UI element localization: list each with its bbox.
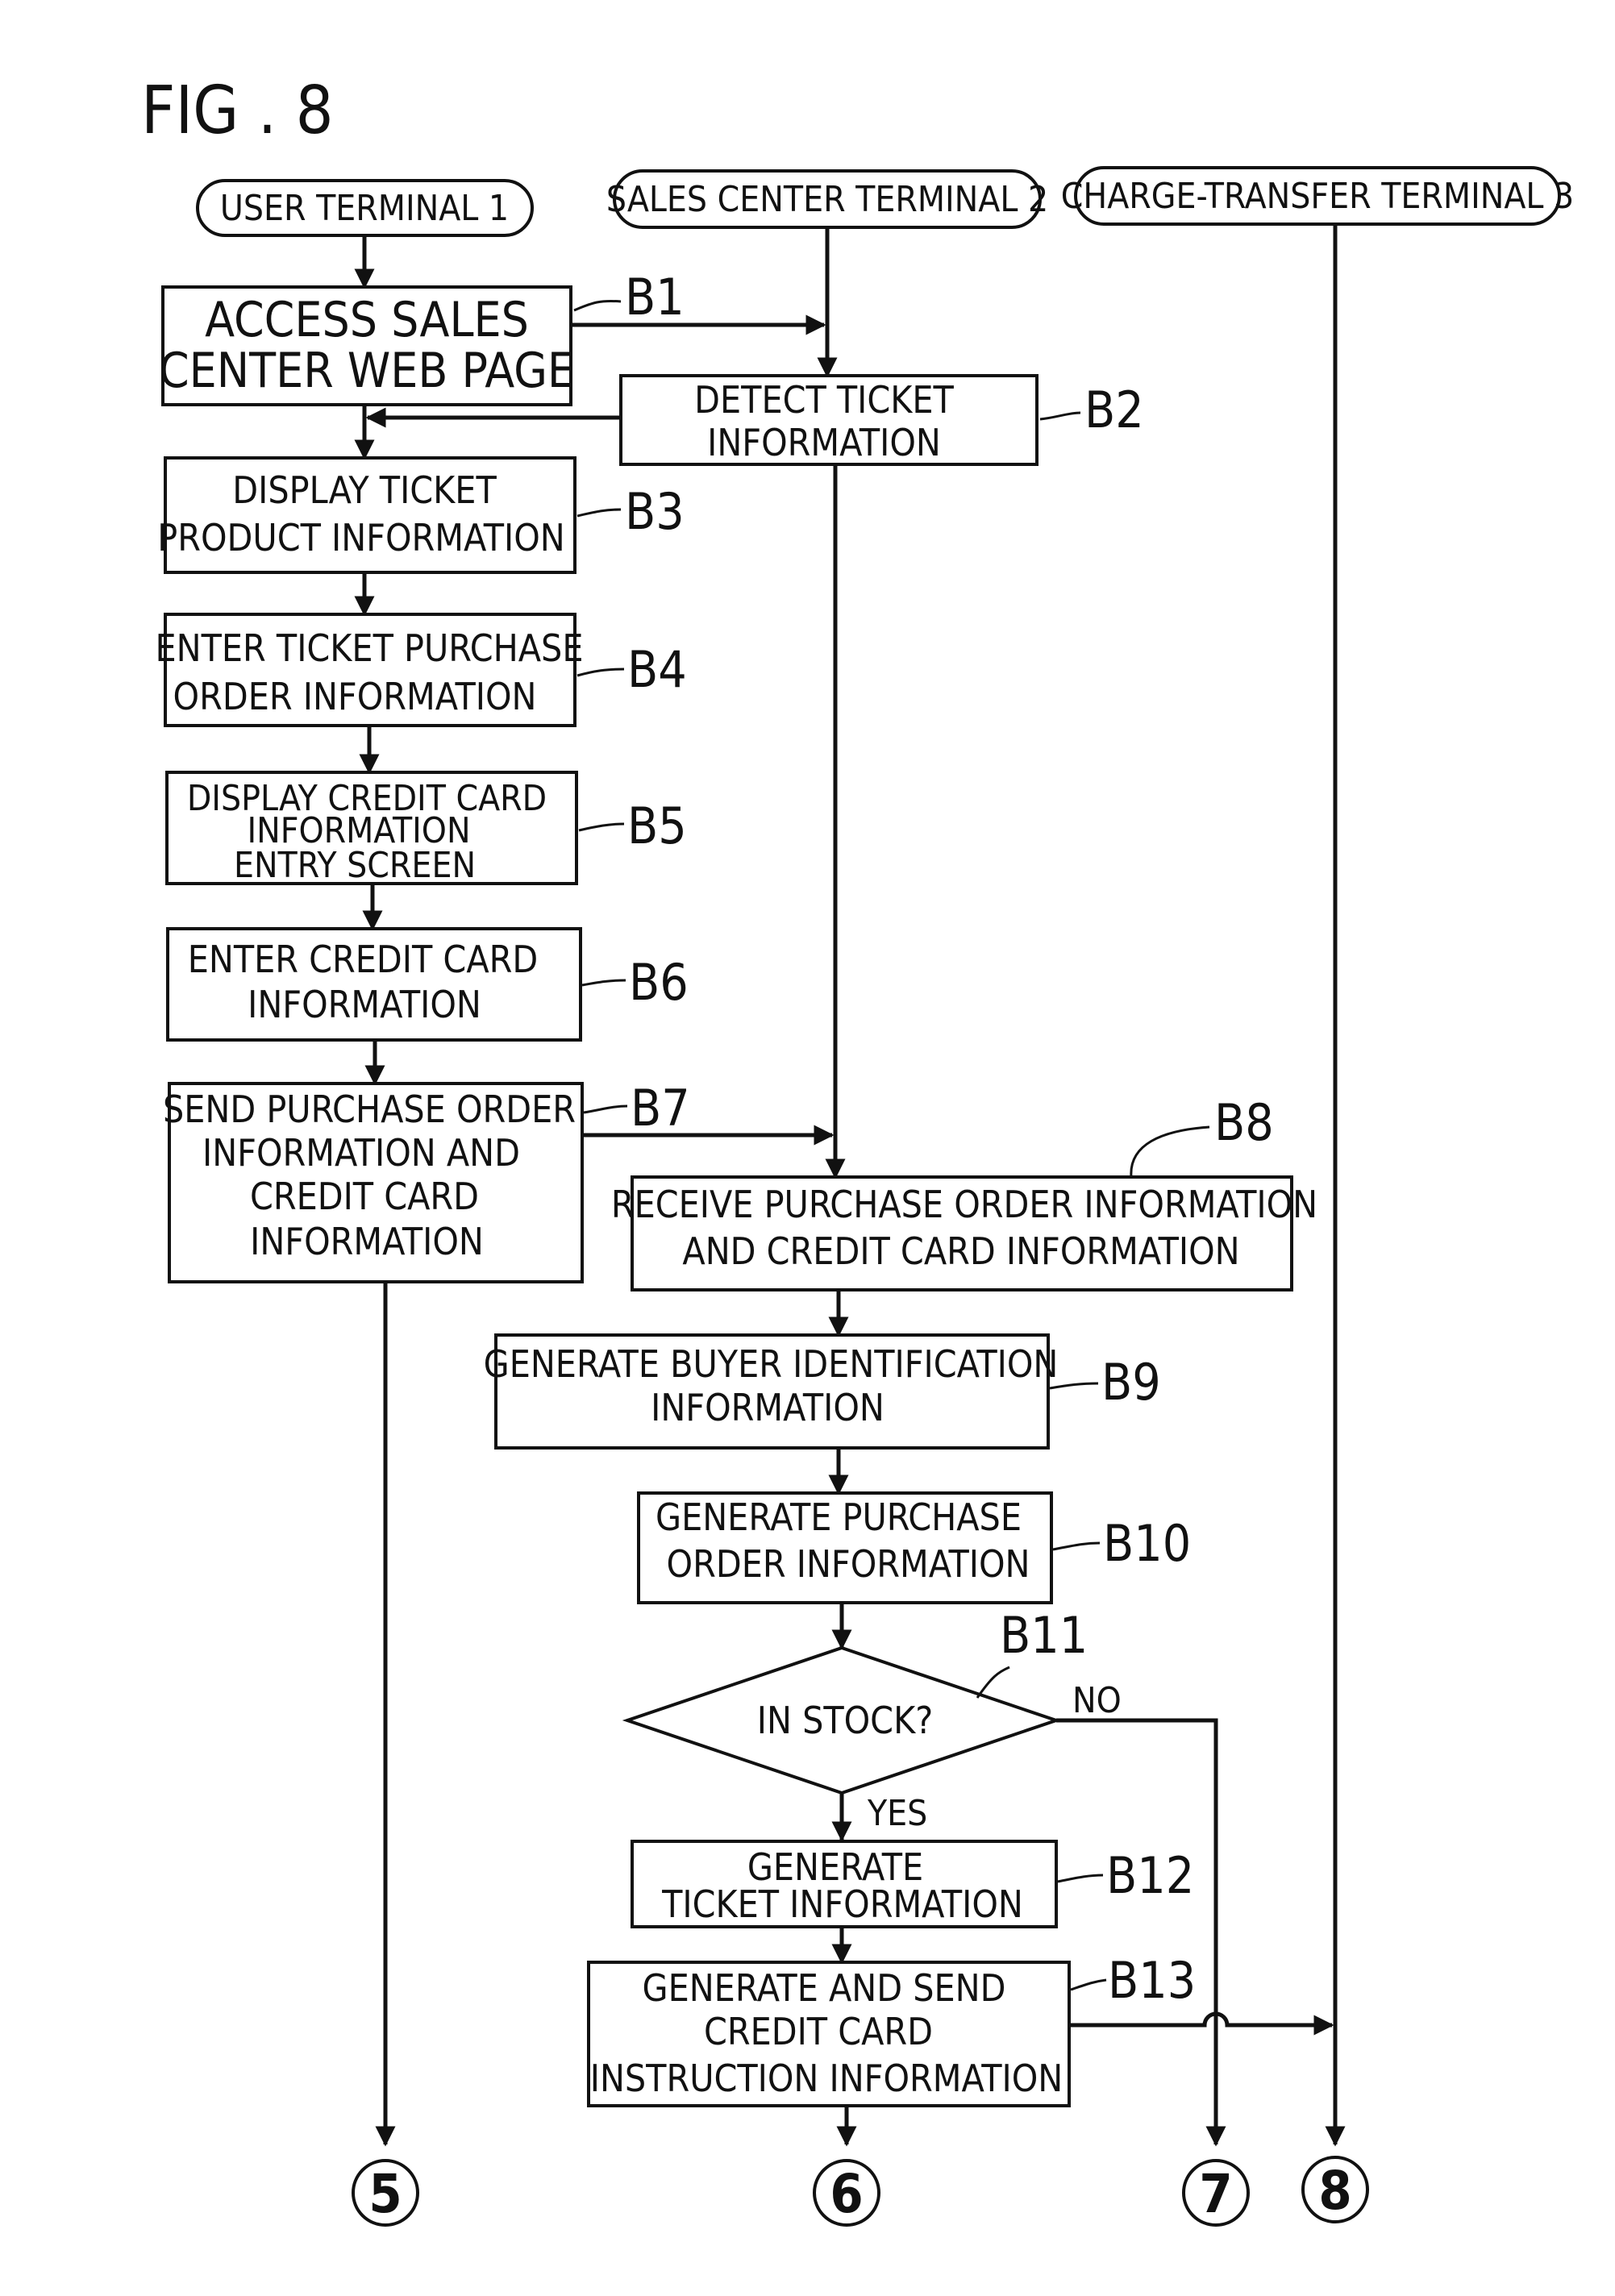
label-b8: B8 [1214, 1093, 1274, 1152]
terminal-user-label: USER TERMINAL 1 [220, 188, 509, 229]
step-b3: DISPLAY TICKET PRODUCT INFORMATION [157, 458, 575, 572]
step-b4-line-1: ENTER TICKET PURCHASE [156, 626, 584, 670]
label-b1: B1 [625, 268, 685, 327]
step-b1: ACCESS SALES CENTER WEB PAGE [159, 287, 575, 405]
branch-yes-label: YES [867, 1793, 927, 1834]
terminal-user: USER TERMINAL 1 [198, 181, 532, 235]
step-b1-line-2: CENTER WEB PAGE [159, 343, 575, 399]
label-b12: B12 [1106, 1846, 1194, 1905]
label-b7: B7 [631, 1079, 690, 1138]
connector-5-label: 5 [368, 2163, 402, 2225]
step-b2-line-2: INFORMATION [707, 421, 941, 464]
label-b3: B3 [625, 482, 685, 541]
terminal-sales-label: SALES CENTER TERMINAL 2 [606, 179, 1048, 220]
step-b5-line-3: ENTRY SCREEN [234, 845, 476, 886]
label-b6: B6 [629, 953, 689, 1012]
step-b1-line-1: ACCESS SALES [205, 292, 529, 348]
step-b2-line-1: DETECT TICKET [694, 378, 954, 422]
step-b6-line-1: ENTER CREDIT CARD [188, 938, 539, 981]
step-b13: GENERATE AND SEND CREDIT CARD INSTRUCTIO… [589, 1962, 1069, 2106]
step-b13-line-1: GENERATE AND SEND [643, 1966, 1006, 2010]
step-b10: GENERATE PURCHASE ORDER INFORMATION [639, 1493, 1051, 1603]
step-b11-decision: IN STOCK? [627, 1648, 1056, 1793]
label-b10: B10 [1103, 1514, 1191, 1573]
terminal-charge-label: CHARGE-TRANSFER TERMINAL 3 [1061, 176, 1574, 217]
figure-title: FIG . 8 [141, 73, 334, 149]
step-b13-line-2: CREDIT CARD [704, 2010, 933, 2053]
branch-no-label: NO [1072, 1680, 1122, 1721]
step-b4-line-2: ORDER INFORMATION [173, 675, 537, 718]
step-b7-line-4: INFORMATION [250, 1220, 484, 1263]
step-b8-line-1: RECEIVE PURCHASE ORDER INFORMATION [611, 1183, 1317, 1226]
step-b9-line-2: INFORMATION [651, 1386, 885, 1429]
connector-7: 7 [1184, 2161, 1248, 2225]
step-b7-line-2: INFORMATION AND [202, 1131, 520, 1175]
step-b2: DETECT TICKET INFORMATION [621, 376, 1037, 464]
step-b9: GENERATE BUYER IDENTIFICATION INFORMATIO… [484, 1335, 1059, 1448]
connector-6: 6 [814, 2161, 879, 2225]
label-b5: B5 [627, 797, 687, 855]
step-b8: RECEIVE PURCHASE ORDER INFORMATION AND C… [611, 1177, 1317, 1290]
step-b4: ENTER TICKET PURCHASE ORDER INFORMATION [156, 614, 584, 726]
connector-8-label: 8 [1318, 2160, 1351, 2222]
step-b6: ENTER CREDIT CARD INFORMATION [168, 929, 581, 1040]
step-b11-question: IN STOCK? [757, 1699, 933, 1742]
step-b7-line-3: CREDIT CARD [250, 1175, 479, 1218]
label-b2: B2 [1084, 381, 1144, 439]
step-b5: DISPLAY CREDIT CARD INFORMATION ENTRY SC… [167, 772, 576, 886]
connector-5: 5 [353, 2161, 418, 2225]
step-b6-line-2: INFORMATION [248, 983, 481, 1026]
connector-7-label: 7 [1199, 2163, 1232, 2225]
connector-8: 8 [1303, 2157, 1367, 2222]
step-b10-line-2: ORDER INFORMATION [667, 1542, 1030, 1586]
step-b13-line-3: INSTRUCTION INFORMATION [590, 2057, 1063, 2100]
terminal-sales: SALES CENTER TERMINAL 2 [606, 171, 1048, 227]
label-b4: B4 [627, 640, 687, 699]
step-b8-line-2: AND CREDIT CARD INFORMATION [682, 1229, 1239, 1273]
label-b13: B13 [1108, 1951, 1196, 2010]
connector-6-label: 6 [830, 2163, 863, 2225]
step-b3-line-1: DISPLAY TICKET [232, 468, 497, 512]
step-b7-line-1: SEND PURCHASE ORDER [163, 1088, 576, 1131]
terminal-charge: CHARGE-TRANSFER TERMINAL 3 [1061, 168, 1574, 224]
step-b12-line-2: TICKET INFORMATION [661, 1882, 1023, 1926]
step-b3-line-2: PRODUCT INFORMATION [157, 516, 564, 559]
label-b11: B11 [1000, 1606, 1088, 1665]
label-b9: B9 [1101, 1353, 1161, 1412]
step-b10-line-1: GENERATE PURCHASE [656, 1495, 1022, 1539]
step-b12: GENERATE TICKET INFORMATION [632, 1841, 1056, 1927]
step-b9-line-1: GENERATE BUYER IDENTIFICATION [484, 1342, 1059, 1386]
step-b7: SEND PURCHASE ORDER INFORMATION AND CRED… [163, 1084, 582, 1282]
